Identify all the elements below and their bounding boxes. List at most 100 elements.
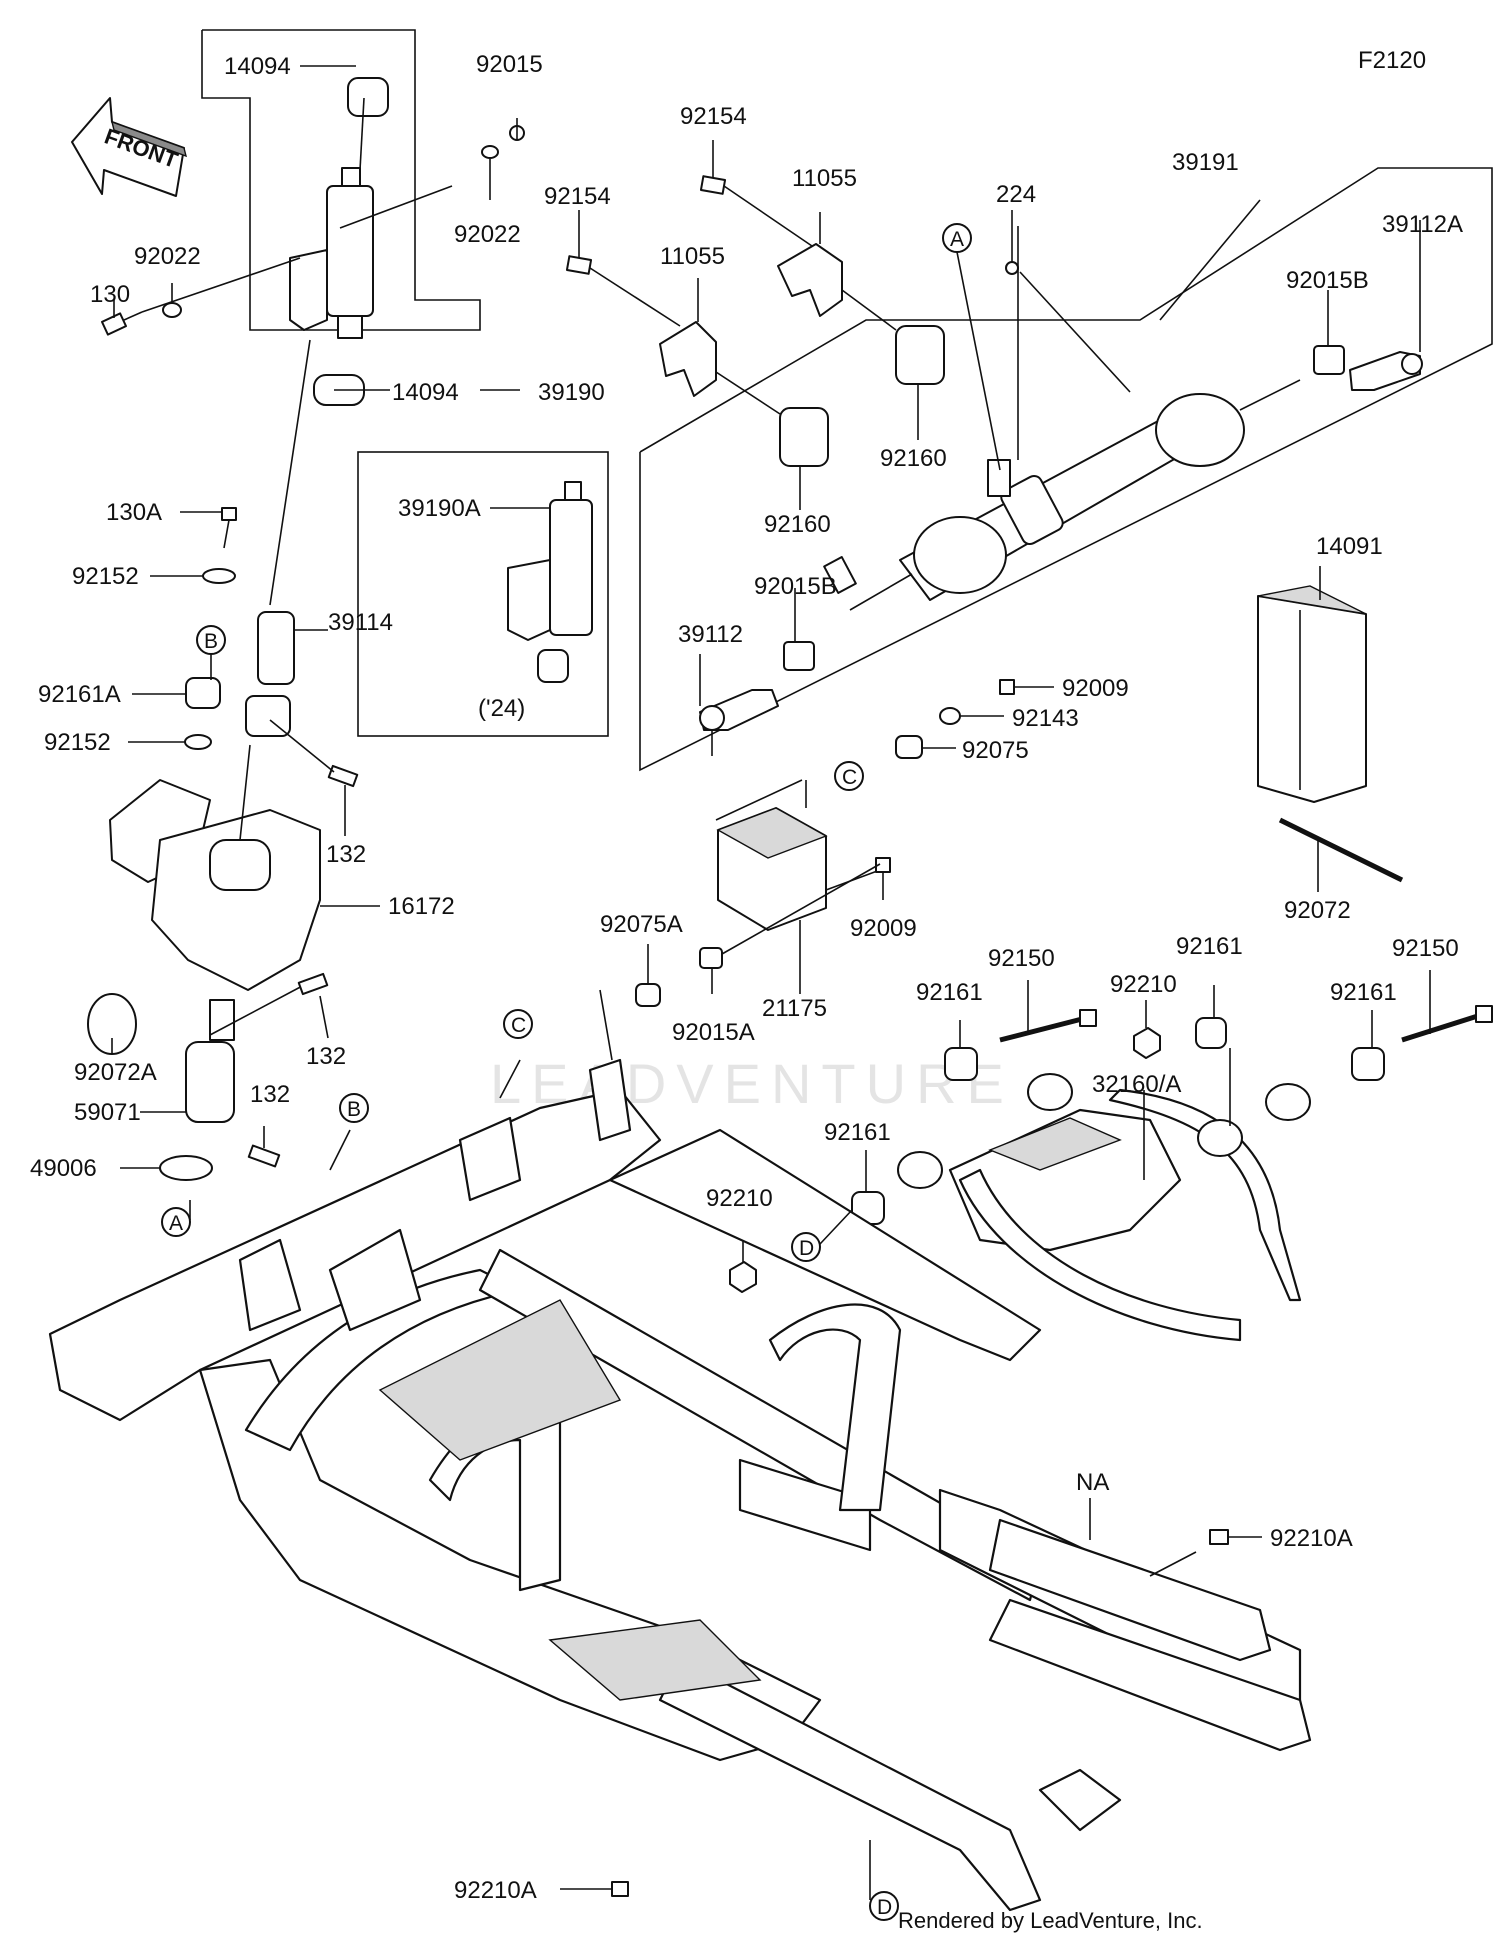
washer-92022-left-icon [162,302,182,318]
label-92161-top: 92161 [1176,933,1243,960]
power-steering-unit-16172 [109,744,380,1041]
main-frame [48,1058,1312,1912]
nut-92015B-left-icon [783,641,815,671]
label-39112A: 39112A [1382,211,1463,238]
rubber-mount-92160-left [715,371,829,510]
steering-shaft-39190 [289,77,389,406]
label-92022-left: 92022 [134,243,201,270]
label-132-top: 132 [326,841,366,868]
steering-shaft-group-box [201,29,481,331]
label-92152-top: 92152 [72,563,139,590]
label-92161A: 92161A [38,681,121,708]
label-92009-top: 92009 [1062,675,1129,702]
bolt-92154-left-icon [565,210,681,327]
bolt-132-low-icon [247,1126,281,1168]
label-224: 224 [996,181,1036,208]
label-14094-top: 14094 [224,53,291,80]
nut-92210-top-icon [1133,1000,1161,1059]
svg-text:C: C [511,1014,526,1037]
bolt-224-icon [1005,261,1019,275]
callout-D-right: D [791,1209,853,1262]
tie-rod-end-39112A [1349,220,1423,391]
bracket-11055-top [777,212,843,317]
tie-rod-end-39112 [699,654,779,756]
label-92015A: 92015A [672,1019,755,1046]
label-11055-top: 11055 [792,165,857,192]
bushing-92161-right-icon [1351,1010,1385,1081]
washer-92143-icon [939,707,961,725]
label-92160-left: 92160 [764,511,831,538]
nut-92015B-right-icon [1313,345,1345,375]
label-92150-left: 92150 [988,945,1055,972]
steering-rack-group-box [639,167,1493,772]
label-92152-bottom: 92152 [44,729,111,756]
spacer-92075-icon [895,735,923,759]
label-49006: 49006 [30,1155,97,1182]
label-21175: 21175 [762,995,827,1022]
label-92161-low: 92161 [824,1119,891,1146]
grommet-92161A-icon [185,677,221,709]
bushing-92161-low-icon [851,1150,885,1225]
bolt-132-top-icon [269,719,359,836]
label-92075A: 92075A [600,911,683,938]
washer-92152-bottom-icon [184,734,212,750]
collar-92015A-icon [699,947,723,969]
bolt-130-icon [100,311,143,336]
label-92210-top: 92210 [1110,971,1177,998]
rubber-mount-92160-right [841,289,945,440]
svg-text:A: A [169,1212,183,1235]
callout-C-right: C [834,761,864,791]
label-92072A: 92072A [74,1059,157,1086]
cover-14091 [1257,566,1367,803]
washer-49006-icon [159,1155,213,1181]
bolt-92210A-bottom-icon [560,1881,629,1897]
callout-A-bottom: A [161,1207,191,1237]
leader-lines-shaft [113,65,520,606]
bushing-92161-left-icon [944,1020,978,1081]
figure-code: F2120 [1358,47,1426,74]
label-92210-low: 92210 [706,1185,773,1212]
label-92150-right: 92150 [1392,935,1459,962]
label-39112: 39112 [678,621,743,648]
year-note: ('24) [478,695,525,722]
label-92210A-bottom: 92210A [454,1877,537,1904]
label-92161-left: 92161 [916,979,983,1006]
universal-joint-39114 [245,611,328,737]
callout-B-left: B [196,625,226,680]
label-39191: 39191 [1172,149,1239,176]
lower-joint-59071 [140,983,307,1123]
bolt-92210A-right-icon [1149,1529,1262,1577]
washer-92022-right-icon [481,145,499,159]
callout-B-frame: B [339,1093,369,1123]
label-92072: 92072 [1284,897,1351,924]
bolt-92009-bottom-icon [875,857,891,900]
label-32160A: 32160/A [1092,1071,1181,1098]
label-132-mid: 132 [306,1043,346,1070]
bolt-92150-left-icon [999,980,1097,1043]
label-92143: 92143 [1012,705,1079,732]
label-39190: 39190 [538,379,605,406]
svg-text:A: A [950,228,964,251]
label-92160-right: 92160 [880,445,947,472]
control-unit-21175 [716,807,828,994]
bolt-130A-icon [180,507,237,549]
year-variant-box [357,451,609,737]
label-130: 130 [90,281,130,308]
front-guard-32160A [897,1073,1311,1342]
bolt-92154-top-icon [699,140,813,247]
bolt-92009-top-icon [999,679,1054,695]
label-92154-top: 92154 [680,103,747,130]
label-16172: 16172 [388,893,455,920]
label-14094-bottom: 14094 [392,379,459,406]
label-92022-right: 92022 [454,221,521,248]
part-labels: 14094 92015 92022 92022 130 14094 39190 … [30,51,1463,1904]
svg-text:D: D [799,1237,814,1260]
label-92161-right: 92161 [1330,979,1397,1006]
label-92154-left: 92154 [544,183,611,210]
svg-text:D: D [877,1896,892,1919]
label-130A: 130A [106,499,162,526]
label-92075: 92075 [962,737,1029,764]
label-92015B-right: 92015B [1286,267,1369,294]
callout-C-frame: C [503,1009,533,1039]
